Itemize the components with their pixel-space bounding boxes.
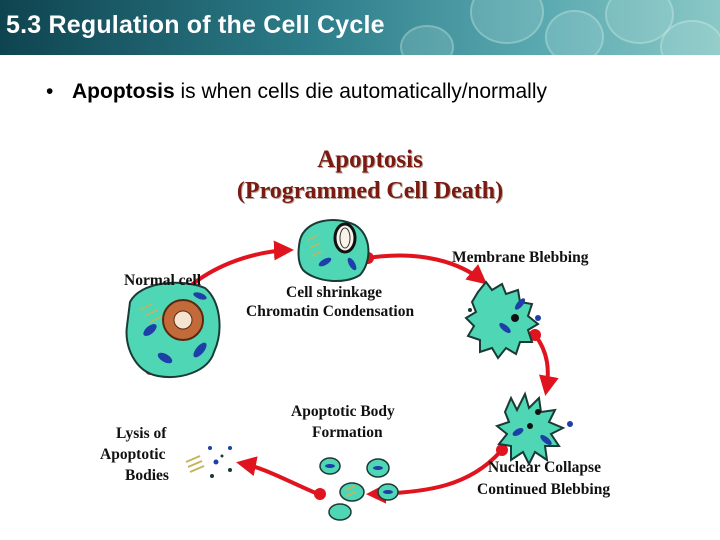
label-formation: Formation — [312, 424, 383, 441]
bullet-text: is when cells die automatically/normally — [174, 80, 548, 103]
collapsing-cell-illustration — [494, 391, 573, 467]
bullet-point: • Apoptosis is when cells die automatical… — [46, 80, 547, 104]
blebbing-cell-illustration — [464, 280, 541, 360]
arrow-shrinkage-to-blebbing — [367, 253, 488, 285]
shrinking-cell-illustration — [297, 219, 370, 282]
arrow-blebbing-to-collapse — [533, 333, 559, 396]
normal-cell-illustration — [125, 281, 221, 378]
arrow-joint-dot — [529, 329, 541, 341]
diagram-subtitle: (Programmed Cell Death) — [236, 178, 504, 204]
slide-header: 5.3 Regulation of the Cell Cycle — [0, 0, 720, 55]
arrow-body-to-lysis — [236, 456, 319, 496]
label-membrane-blebbing: Membrane Blebbing — [452, 249, 589, 266]
label-cell-shrinkage: Cell shrinkage — [286, 284, 383, 301]
label-apoptotic: Apoptotic — [100, 446, 166, 463]
label-chromatin-condensation: Chromatin Condensation — [246, 303, 415, 320]
label-bodies: Bodies — [125, 467, 169, 484]
label-lysis-of: Lysis of — [116, 425, 167, 442]
header-background-cell — [660, 20, 720, 55]
arrow-joint-dot — [496, 444, 508, 456]
label-apoptotic-body: Apoptotic Body — [291, 403, 395, 420]
lysis-debris-illustration — [185, 446, 232, 478]
label-continued-blebbing: Continued Blebbing — [477, 481, 611, 498]
label-nuclear-collapse: Nuclear Collapse — [488, 459, 601, 476]
bullet-marker: • — [46, 80, 54, 103]
label-normal-cell: Normal cell — [124, 272, 202, 289]
diagram-title: Apoptosis — [317, 146, 423, 173]
arrow-joint-dot — [314, 488, 326, 500]
header-background-cell — [545, 10, 604, 55]
bullet-term: Apoptosis — [72, 80, 175, 103]
slide-title: 5.3 Regulation of the Cell Cycle — [6, 11, 385, 39]
apoptotic-bodies-illustration — [319, 457, 399, 521]
header-background-cell — [400, 25, 454, 55]
